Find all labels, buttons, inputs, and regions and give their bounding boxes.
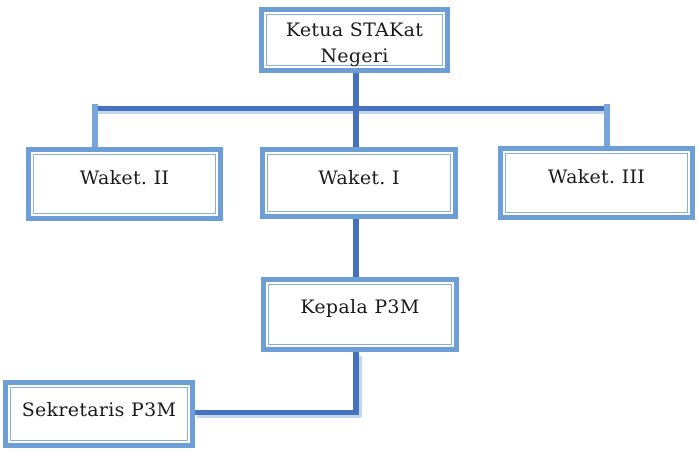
- connector-waket1-kepala: [353, 218, 359, 279]
- connector-kepala-sekretaris: [195, 410, 359, 415]
- connector-kepala-down: [353, 352, 359, 415]
- node-waket-i: Waket. I: [260, 147, 458, 219]
- node-label: Ketua STAKat Negeri: [266, 14, 443, 67]
- node-waket-ii: Waket. II: [26, 147, 223, 221]
- connector-rail: [95, 106, 610, 111]
- connector-ketua-waket1: [353, 73, 359, 148]
- node-ketua-stakat-negeri: Ketua STAKat Negeri: [259, 7, 450, 73]
- connector-rail-shadow: [95, 111, 610, 114]
- connector-sekretaris-shadow: [197, 415, 361, 418]
- node-label: Waket. III: [505, 153, 688, 213]
- node-kepala-p3m: Kepala P3M: [261, 277, 459, 352]
- node-label: Waket. II: [33, 154, 216, 214]
- node-label: Sekretaris P3M: [10, 387, 188, 441]
- connector-drop-waket2: [92, 104, 98, 149]
- node-label: Kepala P3M: [268, 284, 452, 345]
- connector-drop-waket3: [604, 104, 610, 148]
- node-waket-iii: Waket. III: [498, 146, 695, 220]
- node-label: Waket. I: [267, 154, 451, 212]
- connector-kepala-down-shadow: [359, 356, 362, 417]
- node-sekretaris-p3m: Sekretaris P3M: [3, 380, 195, 448]
